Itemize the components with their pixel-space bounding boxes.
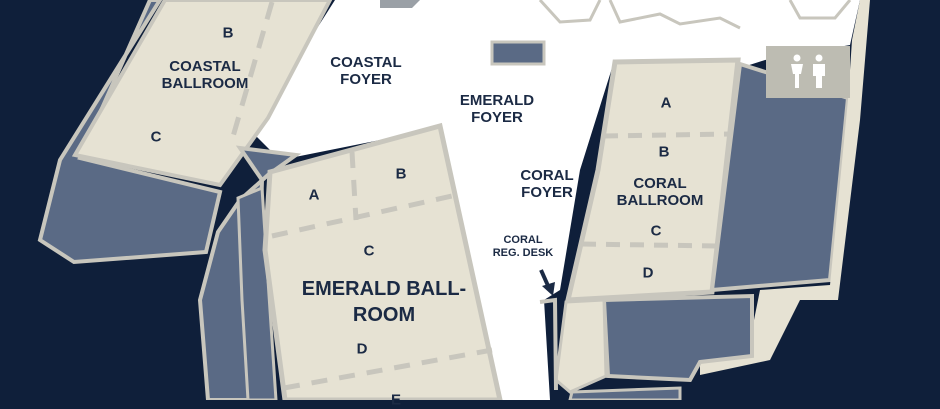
storage-block xyxy=(490,40,546,66)
coral-section-d: D xyxy=(642,264,654,282)
emerald-section-c: C xyxy=(363,242,375,260)
emerald-ballroom-label: EMERALD BALL- ROOM xyxy=(301,278,467,326)
floor-plan-map xyxy=(37,0,870,400)
coastal-section-c: C xyxy=(150,128,162,146)
coastal-divider xyxy=(229,1,275,141)
emerald-section-a: A xyxy=(308,186,320,204)
east-wall xyxy=(700,0,870,400)
coral-section-b: B xyxy=(658,143,670,161)
emerald-divider-2 xyxy=(349,151,359,221)
top-walls xyxy=(538,0,602,24)
arrow-down-icon xyxy=(539,269,555,296)
coral-section-a: A xyxy=(660,94,672,112)
coral-foyer-label: CORAL FOYER xyxy=(520,167,574,202)
emerald-section-d: D xyxy=(356,340,368,358)
emerald-section-e: E xyxy=(390,391,402,409)
coral-reg-desk-label: CORAL REG. DESK xyxy=(492,234,554,259)
emerald-corridor-strip xyxy=(236,185,278,400)
coral-divider-1 xyxy=(603,131,731,139)
restroom xyxy=(766,46,850,98)
reg-desk-wall xyxy=(539,297,558,391)
coastal-service-area xyxy=(37,0,223,265)
emerald-divider-3 xyxy=(283,347,493,391)
coastal-ballroom-label: COASTAL BALLROOM xyxy=(161,58,249,93)
coastal-section-b: B xyxy=(222,24,234,42)
restroom-icon xyxy=(791,54,825,88)
top-block xyxy=(380,0,420,8)
coastal-foyer-label: COASTAL FOYER xyxy=(330,54,402,89)
lower-room-strip xyxy=(554,298,608,394)
coral-ballroom xyxy=(564,57,741,303)
coral-ballroom-label: CORAL BALLROOM xyxy=(616,175,704,210)
emerald-section-b: B xyxy=(395,165,407,183)
emerald-divider-1 xyxy=(271,193,453,239)
top-walls-2 xyxy=(608,0,741,30)
emerald-ballroom xyxy=(262,122,503,400)
coral-section-c: C xyxy=(650,222,662,240)
top-walls-3 xyxy=(788,0,852,20)
lower-service-block xyxy=(601,293,754,383)
emerald-foyer-label: EMERALD FOYER xyxy=(459,92,535,127)
foyer-corridor xyxy=(255,0,860,400)
bottom-block xyxy=(568,386,682,400)
